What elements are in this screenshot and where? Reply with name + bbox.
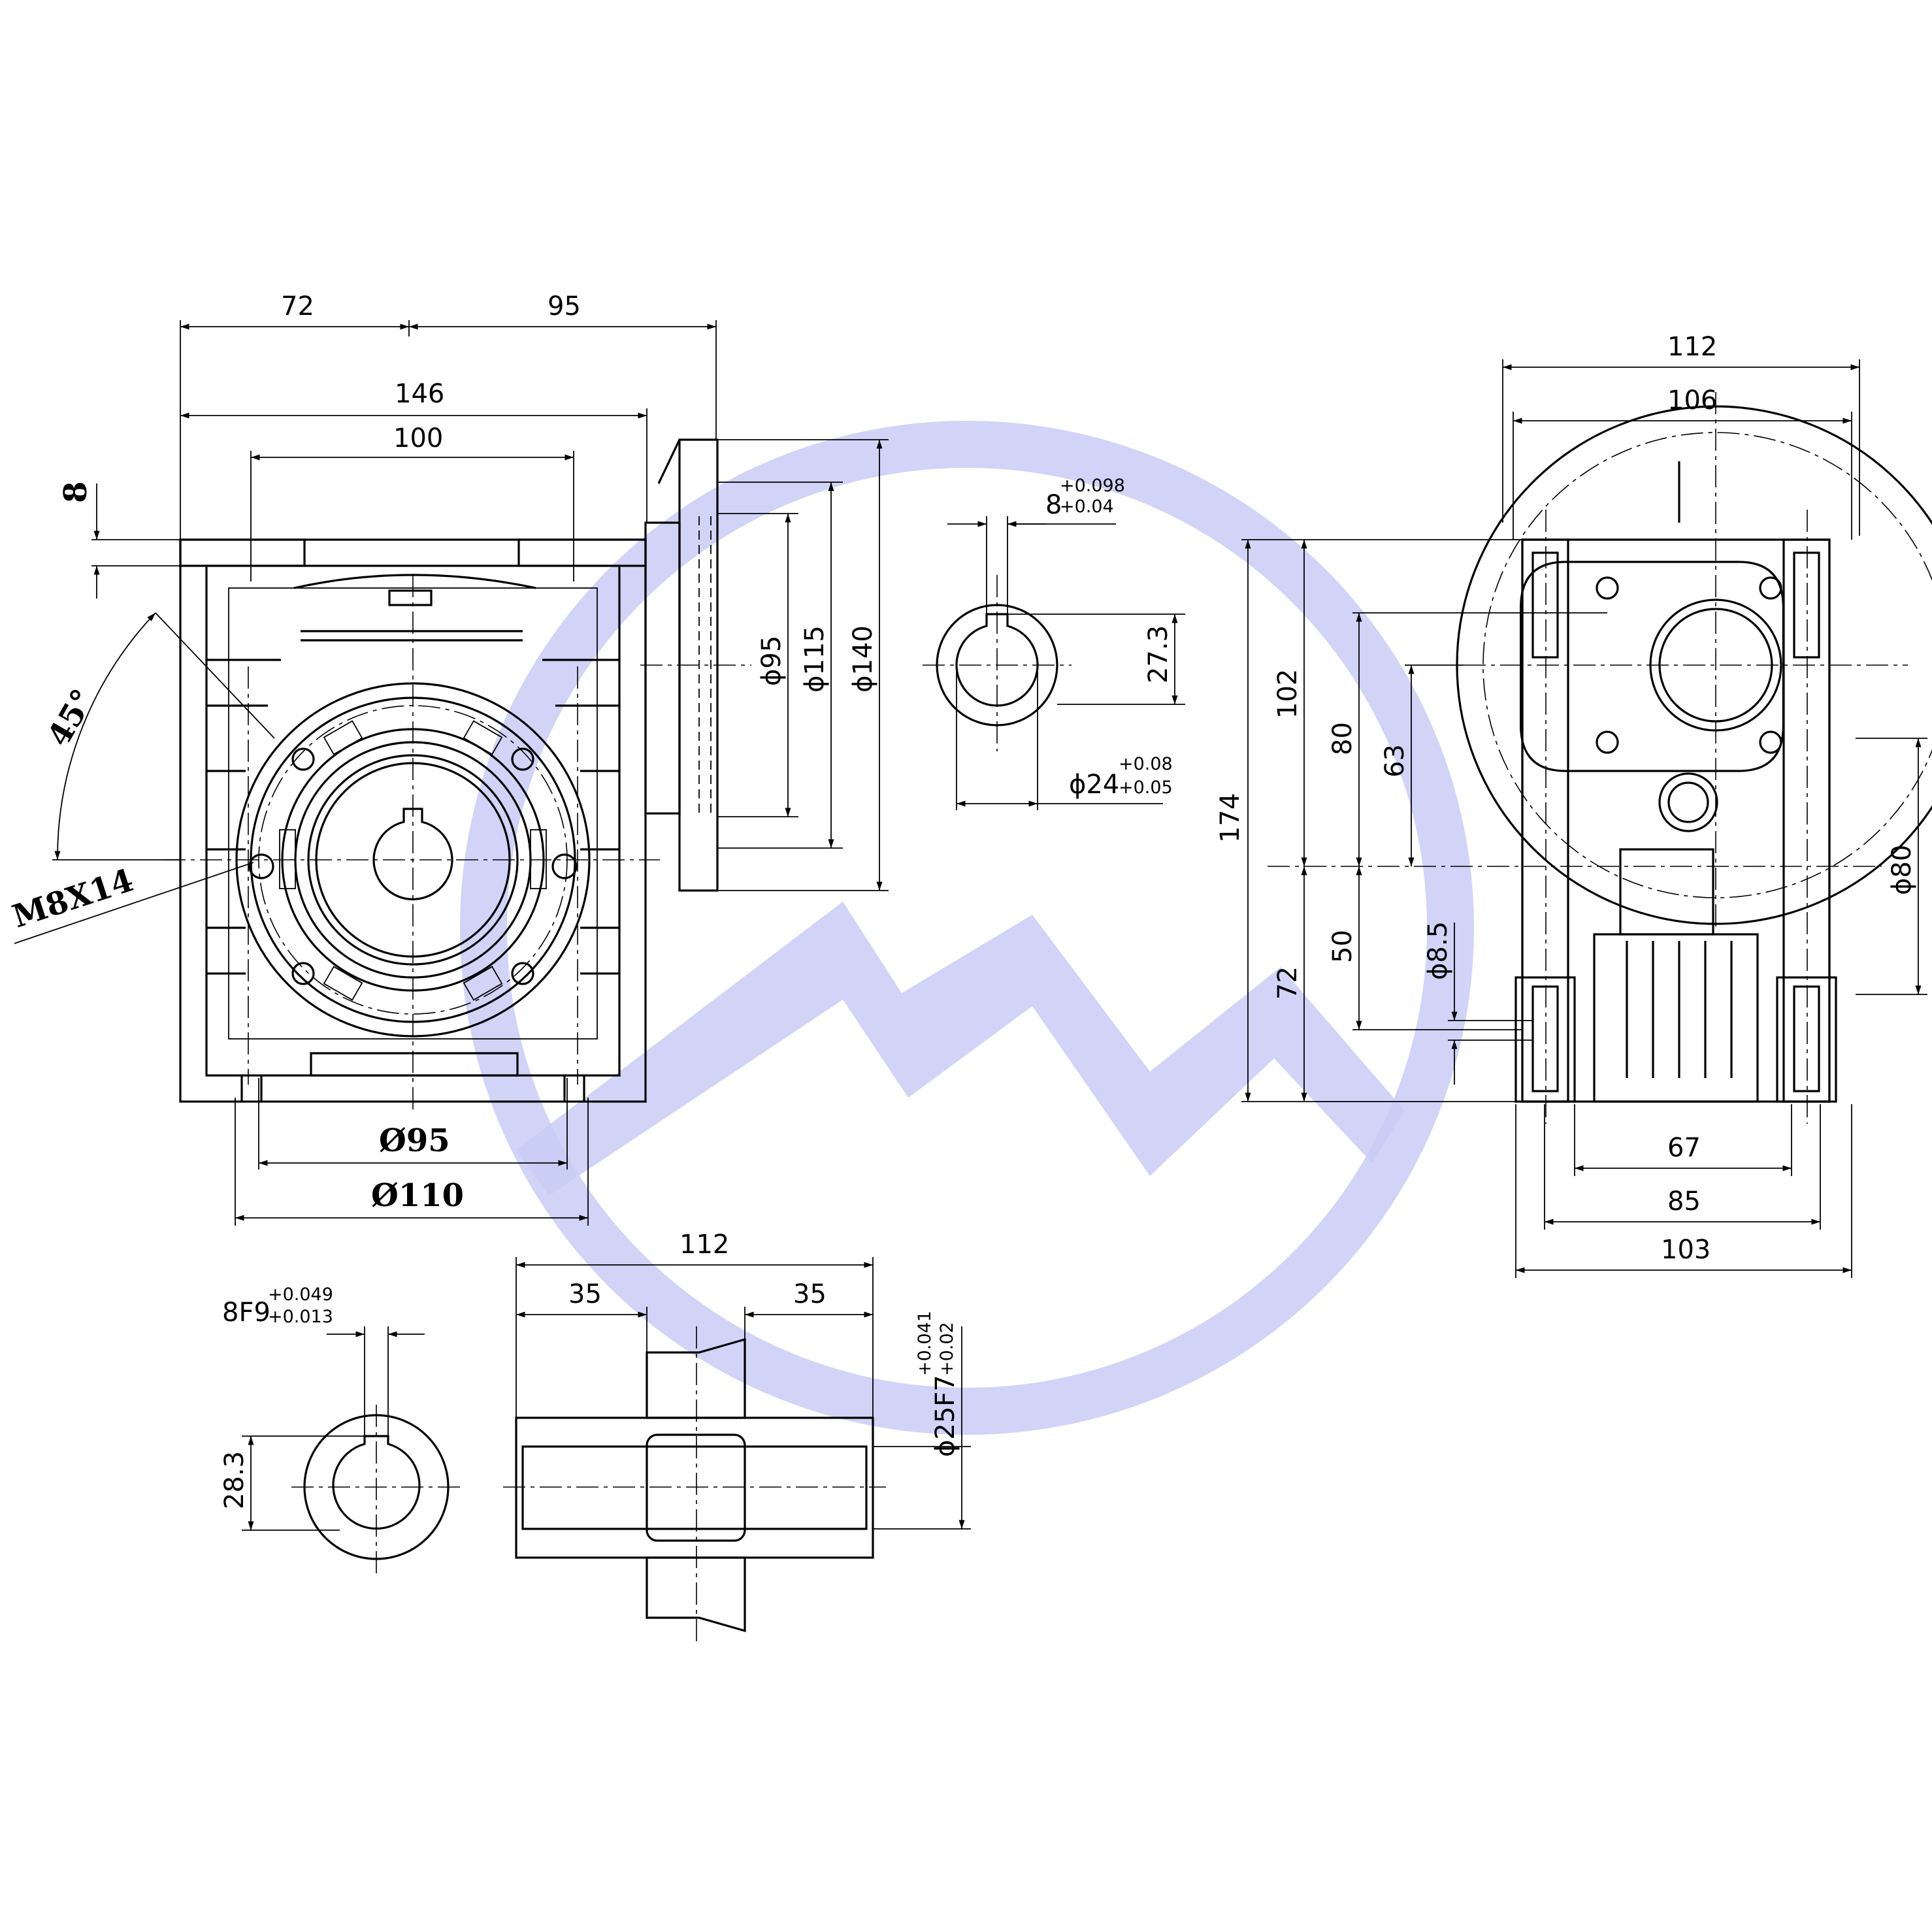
input-shaft-view: 8 +0.098 +0.04 27.3 ϕ24 +0.08 +0.05 bbox=[923, 476, 1185, 810]
dim-flange-115: ϕ115 bbox=[800, 625, 830, 693]
key-height-28-3: 28.3 bbox=[220, 1451, 250, 1509]
bore-tol-lower: +0.05 bbox=[1119, 778, 1173, 798]
front-view-dimensions: 72 95 146 100 8 45° M8X14 Ø95 Ø110 bbox=[8, 291, 717, 1226]
fins-right bbox=[542, 659, 619, 975]
dim-side-85: 85 bbox=[1667, 1187, 1701, 1217]
key-height-27-3: 27.3 bbox=[1143, 625, 1173, 683]
dim-72: 72 bbox=[281, 291, 314, 321]
dim-side-174: 174 bbox=[1215, 793, 1245, 843]
flange-dimensions: ϕ140 ϕ115 ϕ95 bbox=[717, 439, 889, 891]
dim-side-102: 102 bbox=[1273, 669, 1303, 719]
dim-side-103: 103 bbox=[1661, 1235, 1711, 1265]
dim-side-hole: ϕ8.5 bbox=[1423, 921, 1453, 980]
side-view bbox=[1268, 392, 1932, 1124]
key-fit-tol-upper: +0.049 bbox=[268, 1285, 333, 1305]
bore-fit-25f7: ϕ25F7 bbox=[930, 1375, 960, 1457]
dim-shaft-112: 112 bbox=[679, 1230, 729, 1260]
dim-side-106: 106 bbox=[1667, 385, 1717, 416]
side-view-dimensions: 112 106 174 102 80 63 50 72 ϕ8.5 ϕ80 bbox=[1215, 332, 1927, 1278]
dim-side-72: 72 bbox=[1273, 966, 1303, 1000]
front-view bbox=[163, 538, 660, 1111]
bore-tol-upper: +0.08 bbox=[1119, 754, 1173, 774]
dim-side-50: 50 bbox=[1328, 930, 1358, 963]
key-fit-tol-lower: +0.013 bbox=[268, 1307, 333, 1327]
dim-side-67: 67 bbox=[1667, 1133, 1701, 1163]
dim-side-112: 112 bbox=[1667, 332, 1717, 362]
dim-bottom-95: Ø95 bbox=[379, 1122, 450, 1159]
key-width-8: 8 bbox=[1045, 490, 1062, 520]
dim-shaft-35-right: 35 bbox=[793, 1279, 827, 1309]
output-bore-view: 8F9 +0.049 +0.013 28.3 bbox=[220, 1285, 461, 1573]
dim-146: 146 bbox=[395, 379, 444, 409]
bore-fit-tol-upper: +0.041 bbox=[915, 1311, 935, 1376]
fins-left bbox=[206, 659, 281, 975]
key-fit-8f9: 8F9 bbox=[222, 1298, 270, 1328]
flange-profile bbox=[640, 438, 751, 892]
watermark-logo bbox=[460, 421, 1474, 1435]
bore-24: ϕ24 bbox=[1069, 770, 1119, 800]
thread-label: M8X14 bbox=[8, 862, 138, 935]
dim-100: 100 bbox=[393, 423, 443, 453]
bore-fit-tol-lower: +0.02 bbox=[937, 1322, 957, 1376]
dim-side-pilot: ϕ80 bbox=[1887, 845, 1917, 895]
dim-8: 8 bbox=[57, 482, 94, 503]
dim-shaft-35-left: 35 bbox=[568, 1279, 602, 1309]
key-tol-upper: +0.098 bbox=[1060, 476, 1125, 496]
dim-side-80: 80 bbox=[1328, 722, 1358, 755]
dim-side-63: 63 bbox=[1380, 744, 1410, 778]
hollow-shaft-section: 112 35 35 ϕ25F7 +0.041 +0.02 bbox=[503, 1230, 971, 1646]
dim-angle-45: 45° bbox=[41, 683, 102, 753]
key-tol-lower: +0.04 bbox=[1060, 497, 1114, 517]
dim-bottom-110: Ø110 bbox=[371, 1177, 464, 1214]
dim-flange-95: ϕ95 bbox=[757, 636, 787, 686]
dim-95: 95 bbox=[548, 291, 581, 321]
dim-flange-140: ϕ140 bbox=[848, 625, 878, 693]
